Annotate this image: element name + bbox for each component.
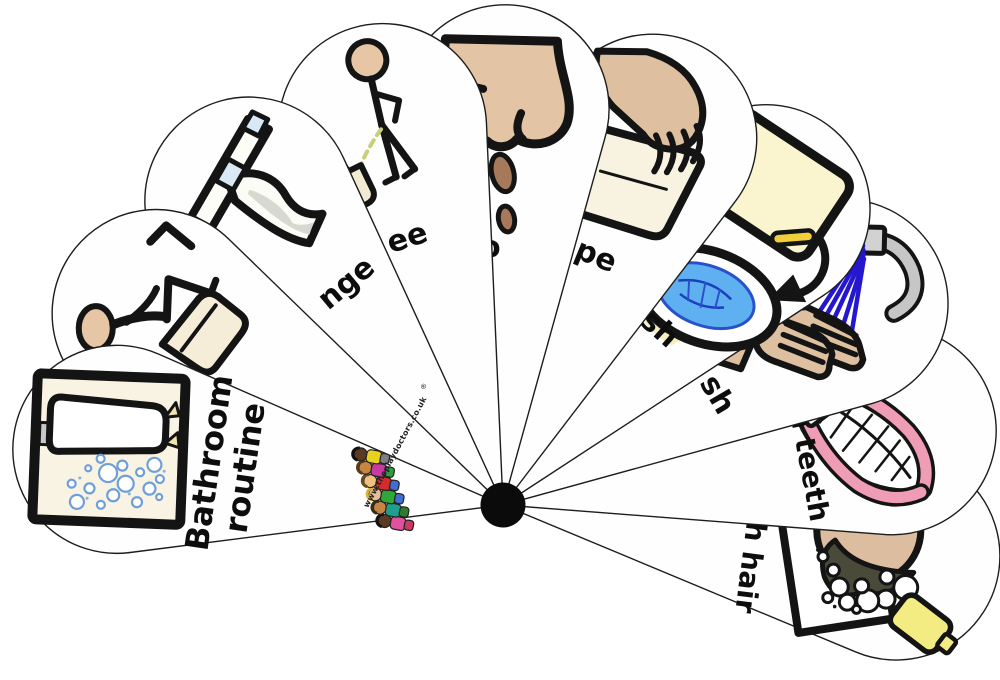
card-cover: Bathroom routine [12,344,506,554]
card-change: nge [144,96,505,508]
pivot-grommet [480,482,526,528]
bath-symbol-icon [27,368,191,530]
registered-mark: ® [419,382,429,392]
child-on-toilet-icon [75,221,249,376]
card-sit-on-toilet [51,208,506,507]
logo-children-illustration [351,446,415,532]
